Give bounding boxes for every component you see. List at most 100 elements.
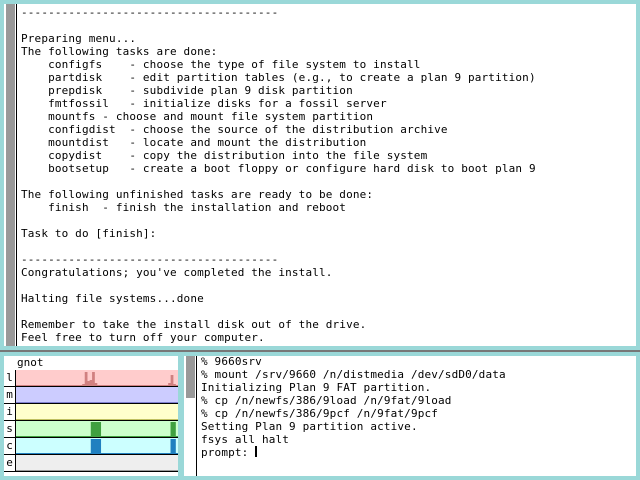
stat-bar <box>28 453 32 454</box>
installer-window[interactable]: -------------------------------------- P… <box>0 0 640 350</box>
installer-scroll-thumb[interactable] <box>6 4 15 346</box>
stat-bar <box>70 419 74 420</box>
stat-bar <box>110 419 114 420</box>
shell-window[interactable]: % 9660srv % mount /srv/9660 /n/distmedia… <box>180 352 640 480</box>
stat-bar <box>23 419 27 420</box>
stat-bar <box>70 436 74 437</box>
stat-bar <box>158 436 161 437</box>
stat-bar <box>133 402 136 403</box>
stat-bar <box>105 419 109 420</box>
stat-bar <box>118 419 121 420</box>
stat-bar <box>85 402 89 403</box>
stat-bar <box>58 453 62 454</box>
installer-output[interactable]: -------------------------------------- P… <box>21 6 536 344</box>
shell-line: % 9660srv <box>201 355 262 368</box>
stat-bar <box>133 419 136 420</box>
stat-bar <box>113 470 116 471</box>
stat-bar <box>83 402 87 403</box>
stat-bar <box>135 436 139 437</box>
stat-bar <box>175 402 178 403</box>
stat-bar <box>65 470 69 471</box>
stat-label: e <box>4 455 16 471</box>
stat-bar <box>82 384 86 386</box>
installer-line: copydist - copy the distribution into th… <box>21 149 428 162</box>
stat-bar <box>90 470 94 471</box>
stat-bar <box>98 470 102 471</box>
installer-line: -------------------------------------- <box>21 253 279 266</box>
stat-graph <box>16 421 178 437</box>
stat-bar <box>138 419 141 420</box>
stat-bar <box>60 436 64 437</box>
stat-bar <box>70 470 74 471</box>
stat-bar <box>78 453 82 454</box>
row-divider <box>4 403 178 404</box>
stat-bar <box>133 453 136 454</box>
stat-bar <box>60 385 63 386</box>
stat-bar <box>155 385 159 386</box>
stat-bar <box>170 439 174 454</box>
stat-row: i <box>4 404 178 421</box>
stat-graph-svg <box>16 455 178 471</box>
stat-bar <box>33 470 37 471</box>
shell-scrollbar[interactable] <box>184 356 196 476</box>
stat-label: m <box>4 387 16 403</box>
stat-bar <box>48 436 52 437</box>
stat-bar <box>170 422 174 437</box>
shell-prompt[interactable]: prompt: <box>201 446 256 459</box>
row-divider <box>4 437 178 438</box>
installer-line: configdist - choose the source of the di… <box>21 123 448 136</box>
stat-bar <box>163 385 167 386</box>
stat-bar <box>16 419 19 420</box>
stat-graph <box>16 404 178 420</box>
stat-bar <box>140 419 144 420</box>
stat-bar <box>140 470 144 471</box>
stat-bar <box>75 419 79 420</box>
shell-output[interactable]: % 9660srv % mount /srv/9660 /n/distmedia… <box>201 355 506 459</box>
stat-bar <box>90 419 94 420</box>
stat-bar <box>100 453 104 454</box>
stat-bar <box>30 385 34 386</box>
stat-bar <box>88 436 92 437</box>
stat-bar <box>65 436 69 437</box>
stat-bar <box>80 436 84 437</box>
stat-bar <box>160 385 164 386</box>
stat-bar <box>83 419 87 420</box>
stat-bar <box>145 453 149 454</box>
stat-bar <box>55 453 59 454</box>
stat-bar <box>43 436 47 437</box>
stat-bar <box>170 470 174 471</box>
stat-bar <box>173 439 176 454</box>
stat-bar <box>60 402 64 403</box>
stat-bar <box>108 419 112 420</box>
stat-bar <box>74 385 78 386</box>
shell-scroll-thumb[interactable] <box>186 356 195 398</box>
stat-bar <box>43 453 47 454</box>
stat-bar <box>130 402 134 403</box>
stat-bar <box>170 375 174 386</box>
stat-bar <box>105 402 109 403</box>
stat-bar <box>115 436 119 437</box>
stat-bar <box>18 436 22 437</box>
stat-bar <box>48 419 52 420</box>
stat-graph-svg <box>16 421 178 437</box>
stat-bar <box>25 385 29 386</box>
stat-bar <box>95 422 99 437</box>
installer-line: Congratulations; you've completed the in… <box>21 266 333 279</box>
stat-bar <box>83 453 87 454</box>
stat-bar <box>63 419 67 420</box>
stat-bar <box>98 419 102 420</box>
stat-label: s <box>4 421 16 437</box>
stats-hostname: gnot <box>17 356 44 369</box>
stat-bar <box>109 385 113 386</box>
stat-bar <box>133 385 137 386</box>
installer-scrollbar[interactable] <box>4 4 16 346</box>
stat-bar <box>78 470 82 471</box>
installer-line: configfs - choose the type of file syste… <box>21 58 421 71</box>
stat-graph-background <box>16 370 178 386</box>
row-divider <box>4 420 178 421</box>
stat-bar <box>165 470 169 471</box>
stat-bar <box>65 453 69 454</box>
stat-bar <box>170 419 174 420</box>
stat-graph-svg <box>16 404 178 420</box>
